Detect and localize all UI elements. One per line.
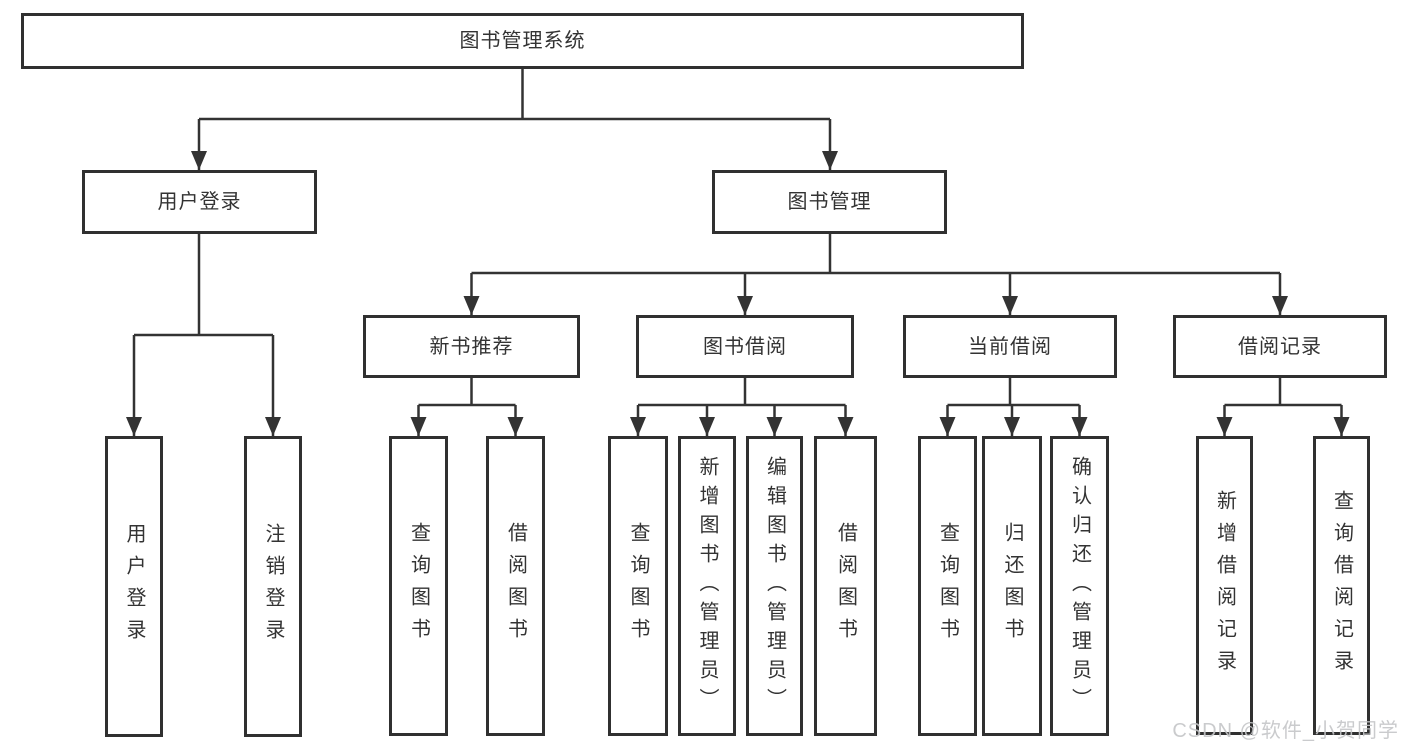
leaf-borrow-books-recommend-label: 借阅图书 [504, 522, 527, 650]
node-book-borrowing-label: 图书借阅 [703, 335, 787, 358]
connector-book-borrowing-to-leaves [636, 378, 847, 436]
leaf-query-books-current-label: 查询图书 [936, 522, 959, 650]
arrowheads-current-borrowing-leaves [939, 417, 1088, 436]
leaf-query-borrow-record-label: 查询借阅记录 [1330, 489, 1353, 682]
leaf-query-books-borrowing-label: 查询图书 [627, 522, 649, 650]
node-new-book-recommend-label: 新书推荐 [429, 335, 514, 358]
connector-root-to-level1 [197, 68, 832, 170]
node-book-management: 图书管理 [712, 170, 947, 234]
node-borrowing-records: 借阅记录 [1173, 315, 1387, 378]
arrowheads-level1 [191, 151, 838, 170]
leaf-query-books-current: 查询图书 [918, 436, 977, 736]
arrowheads-borrowing-records-leaves [1216, 417, 1350, 436]
node-borrowing-records-label: 借阅记录 [1238, 335, 1322, 358]
arrowheads-book-borrowing-leaves [630, 417, 854, 436]
connector-borrowing-records-to-leaves [1223, 378, 1343, 436]
leaf-return-books: 归还图书 [982, 436, 1042, 736]
leaf-confirm-return-admin: 确认归还（管理员） [1050, 436, 1109, 736]
leaf-query-borrow-record: 查询借阅记录 [1313, 436, 1370, 735]
leaf-user-login-label: 用户登录 [123, 522, 145, 651]
leaf-return-books-label: 归还图书 [1001, 522, 1023, 650]
leaf-add-borrow-record: 新增借阅记录 [1196, 436, 1253, 735]
node-user-login: 用户登录 [82, 170, 317, 234]
leaf-query-books-borrowing: 查询图书 [608, 436, 668, 736]
leaf-borrow-books-borrowing: 借阅图书 [814, 436, 877, 736]
connector-book-management-to-level2 [470, 234, 1282, 315]
connector-lines [132, 68, 1343, 436]
node-book-management-label: 图书管理 [787, 191, 872, 213]
leaf-logout-label: 注销登录 [262, 522, 284, 651]
leaf-user-login: 用户登录 [105, 436, 163, 737]
node-root: 图书管理系统 [21, 13, 1024, 69]
leaf-edit-book-admin-label: 编辑图书（管理员） [763, 455, 786, 717]
leaf-borrow-books-borrowing-label: 借阅图书 [834, 522, 857, 650]
node-current-borrowing: 当前借阅 [903, 315, 1117, 378]
leaf-query-books-recommend: 查询图书 [389, 436, 448, 736]
leaf-borrow-books-recommend: 借阅图书 [486, 436, 545, 736]
arrowheads-user-login-leaves [126, 417, 281, 436]
arrowheads-new-book-recommend-leaves [410, 417, 524, 436]
connector-user-login-to-leaves [132, 234, 275, 436]
leaf-edit-book-admin: 编辑图书（管理员） [746, 436, 803, 736]
arrowheads-level2 [463, 296, 1288, 315]
connector-new-book-recommend-to-leaves [417, 378, 517, 436]
leaf-logout: 注销登录 [244, 436, 302, 737]
leaf-add-book-admin: 新增图书（管理员） [678, 436, 736, 736]
node-root-label: 图书管理系统 [459, 30, 586, 52]
leaf-add-borrow-record-label: 新增借阅记录 [1213, 489, 1236, 682]
node-current-borrowing-label: 当前借阅 [968, 335, 1052, 358]
node-book-borrowing: 图书借阅 [636, 315, 854, 378]
leaf-add-book-admin-label: 新增图书（管理员） [696, 455, 718, 717]
leaf-query-books-recommend-label: 查询图书 [407, 522, 430, 650]
watermark: CSDN @软件_小贺同学 [1172, 720, 1399, 742]
node-user-login-label: 用户登录 [157, 191, 242, 213]
arrowheads [126, 151, 1350, 436]
node-new-book-recommend: 新书推荐 [363, 315, 580, 378]
leaf-confirm-return-admin-label: 确认归还（管理员） [1068, 455, 1091, 717]
